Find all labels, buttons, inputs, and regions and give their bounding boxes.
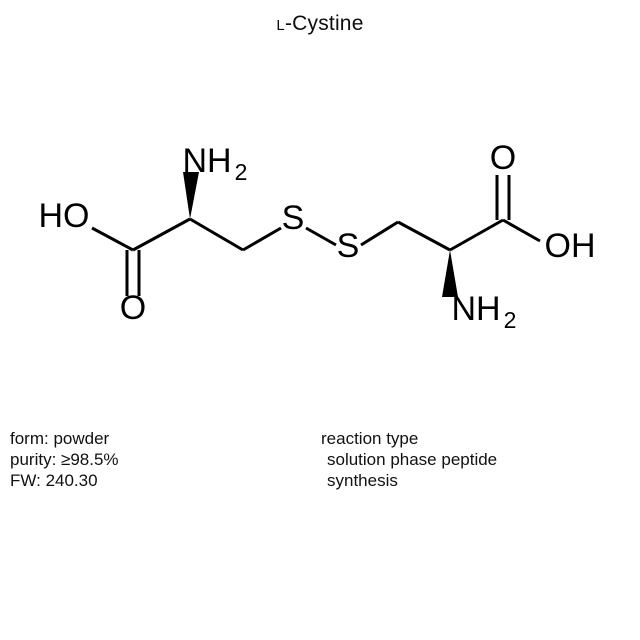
atom-label-nh2-right-text: NH [451, 290, 500, 328]
atom-label-nh2-right-subscript: 2 [504, 307, 517, 333]
atom-label-s-left: S [282, 199, 305, 237]
properties-left-column: form: powder purity: ≥98.5% FW: 240.30 [10, 428, 119, 491]
atom-label-o-left-carbonyl: O [120, 289, 146, 327]
bond-ho-c1-left [91, 226, 134, 252]
bond-wedge-c2-nh2-right [442, 250, 458, 297]
bond-c3-c2-right [397, 220, 451, 252]
atom-label-s-right: S [337, 227, 360, 265]
bond-s-c3-right [360, 220, 399, 247]
atom-label-nh2-left-subscript: 2 [235, 159, 248, 185]
title-stereo-prefix: L [276, 17, 285, 34]
bond-c2-c3-left [189, 217, 244, 252]
property-reaction-type-heading: reaction type [321, 429, 419, 448]
property-reaction-type-line-2: synthesis [327, 471, 398, 490]
atom-label-o-right-carbonyl: O [490, 139, 516, 177]
bond-c2-c1-right [449, 218, 504, 252]
bond-c1-oh-right [502, 218, 541, 243]
atom-label-nh2-right: NH 2 [451, 290, 516, 333]
atom-label-nh2-left-text: NH [182, 142, 231, 180]
bond-c3-s-left [242, 226, 282, 252]
bond-s-s-disulfide [305, 226, 337, 247]
page-title: L-Cystine [0, 12, 640, 36]
property-reaction-type-line-1: solution phase peptide [327, 450, 498, 469]
atom-label-ho-left: HO [39, 197, 90, 235]
atom-label-nh2-left: NH 2 [182, 142, 247, 185]
atom-label-oh-right: OH [545, 227, 596, 265]
bond-c1-c2-left [132, 217, 191, 252]
property-formula-weight: FW: 240.30 [10, 471, 98, 490]
property-form: form: powder [10, 429, 110, 448]
property-purity: purity: ≥98.5% [10, 450, 119, 469]
title-compound-name: -Cystine [284, 12, 364, 35]
properties-right-column: reaction type solution phase peptide syn… [321, 428, 497, 491]
bond-wedge-c2-nh2-left [183, 172, 199, 219]
